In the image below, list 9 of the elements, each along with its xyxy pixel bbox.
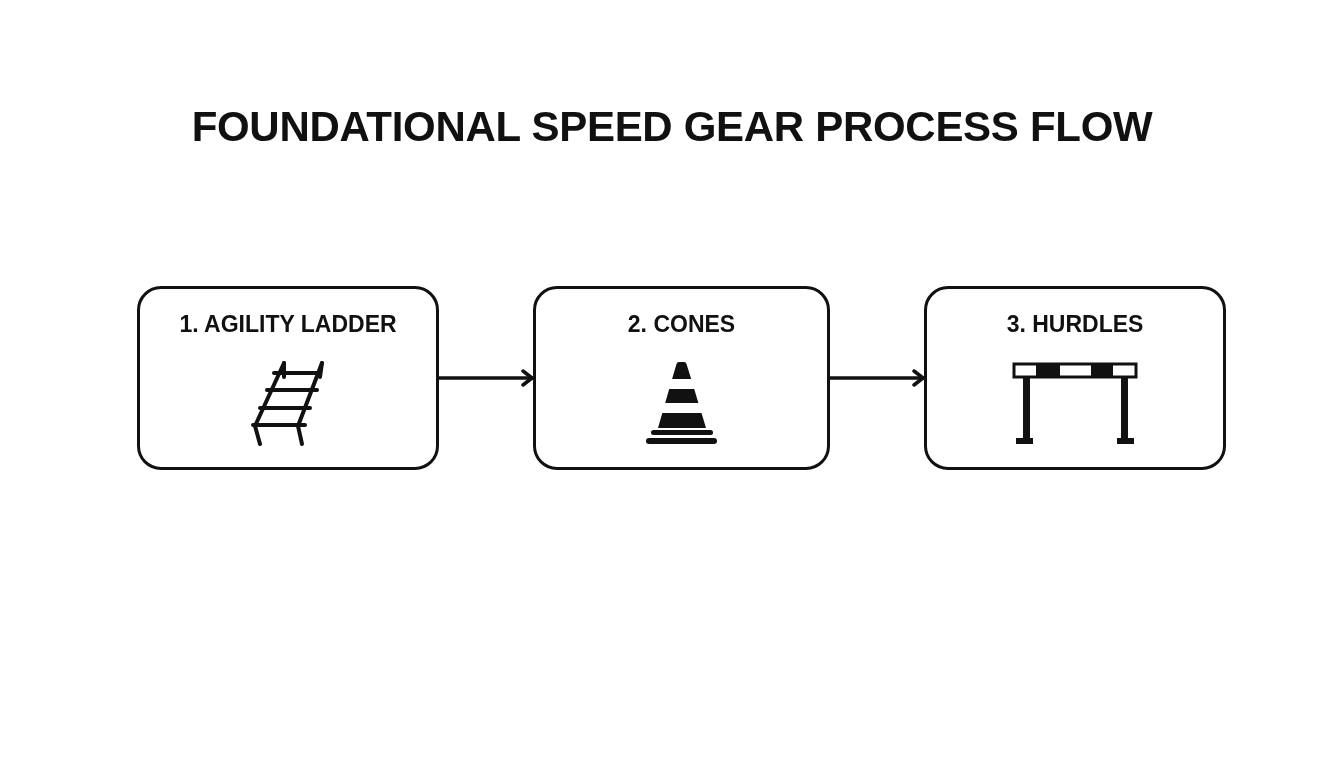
diagram-title: FOUNDATIONAL SPEED GEAR PROCESS FLOW: [191, 104, 1153, 151]
arrow: [437, 369, 535, 387]
process-box: [137, 286, 439, 470]
process-box: [924, 286, 1226, 470]
process-box: [533, 286, 830, 470]
step-title: 3. HURDLES: [1006, 311, 1144, 338]
step-title: 1. AGILITY LADDER: [179, 311, 397, 338]
step-title: 2. CONES: [627, 311, 736, 338]
arrow: [828, 369, 926, 387]
